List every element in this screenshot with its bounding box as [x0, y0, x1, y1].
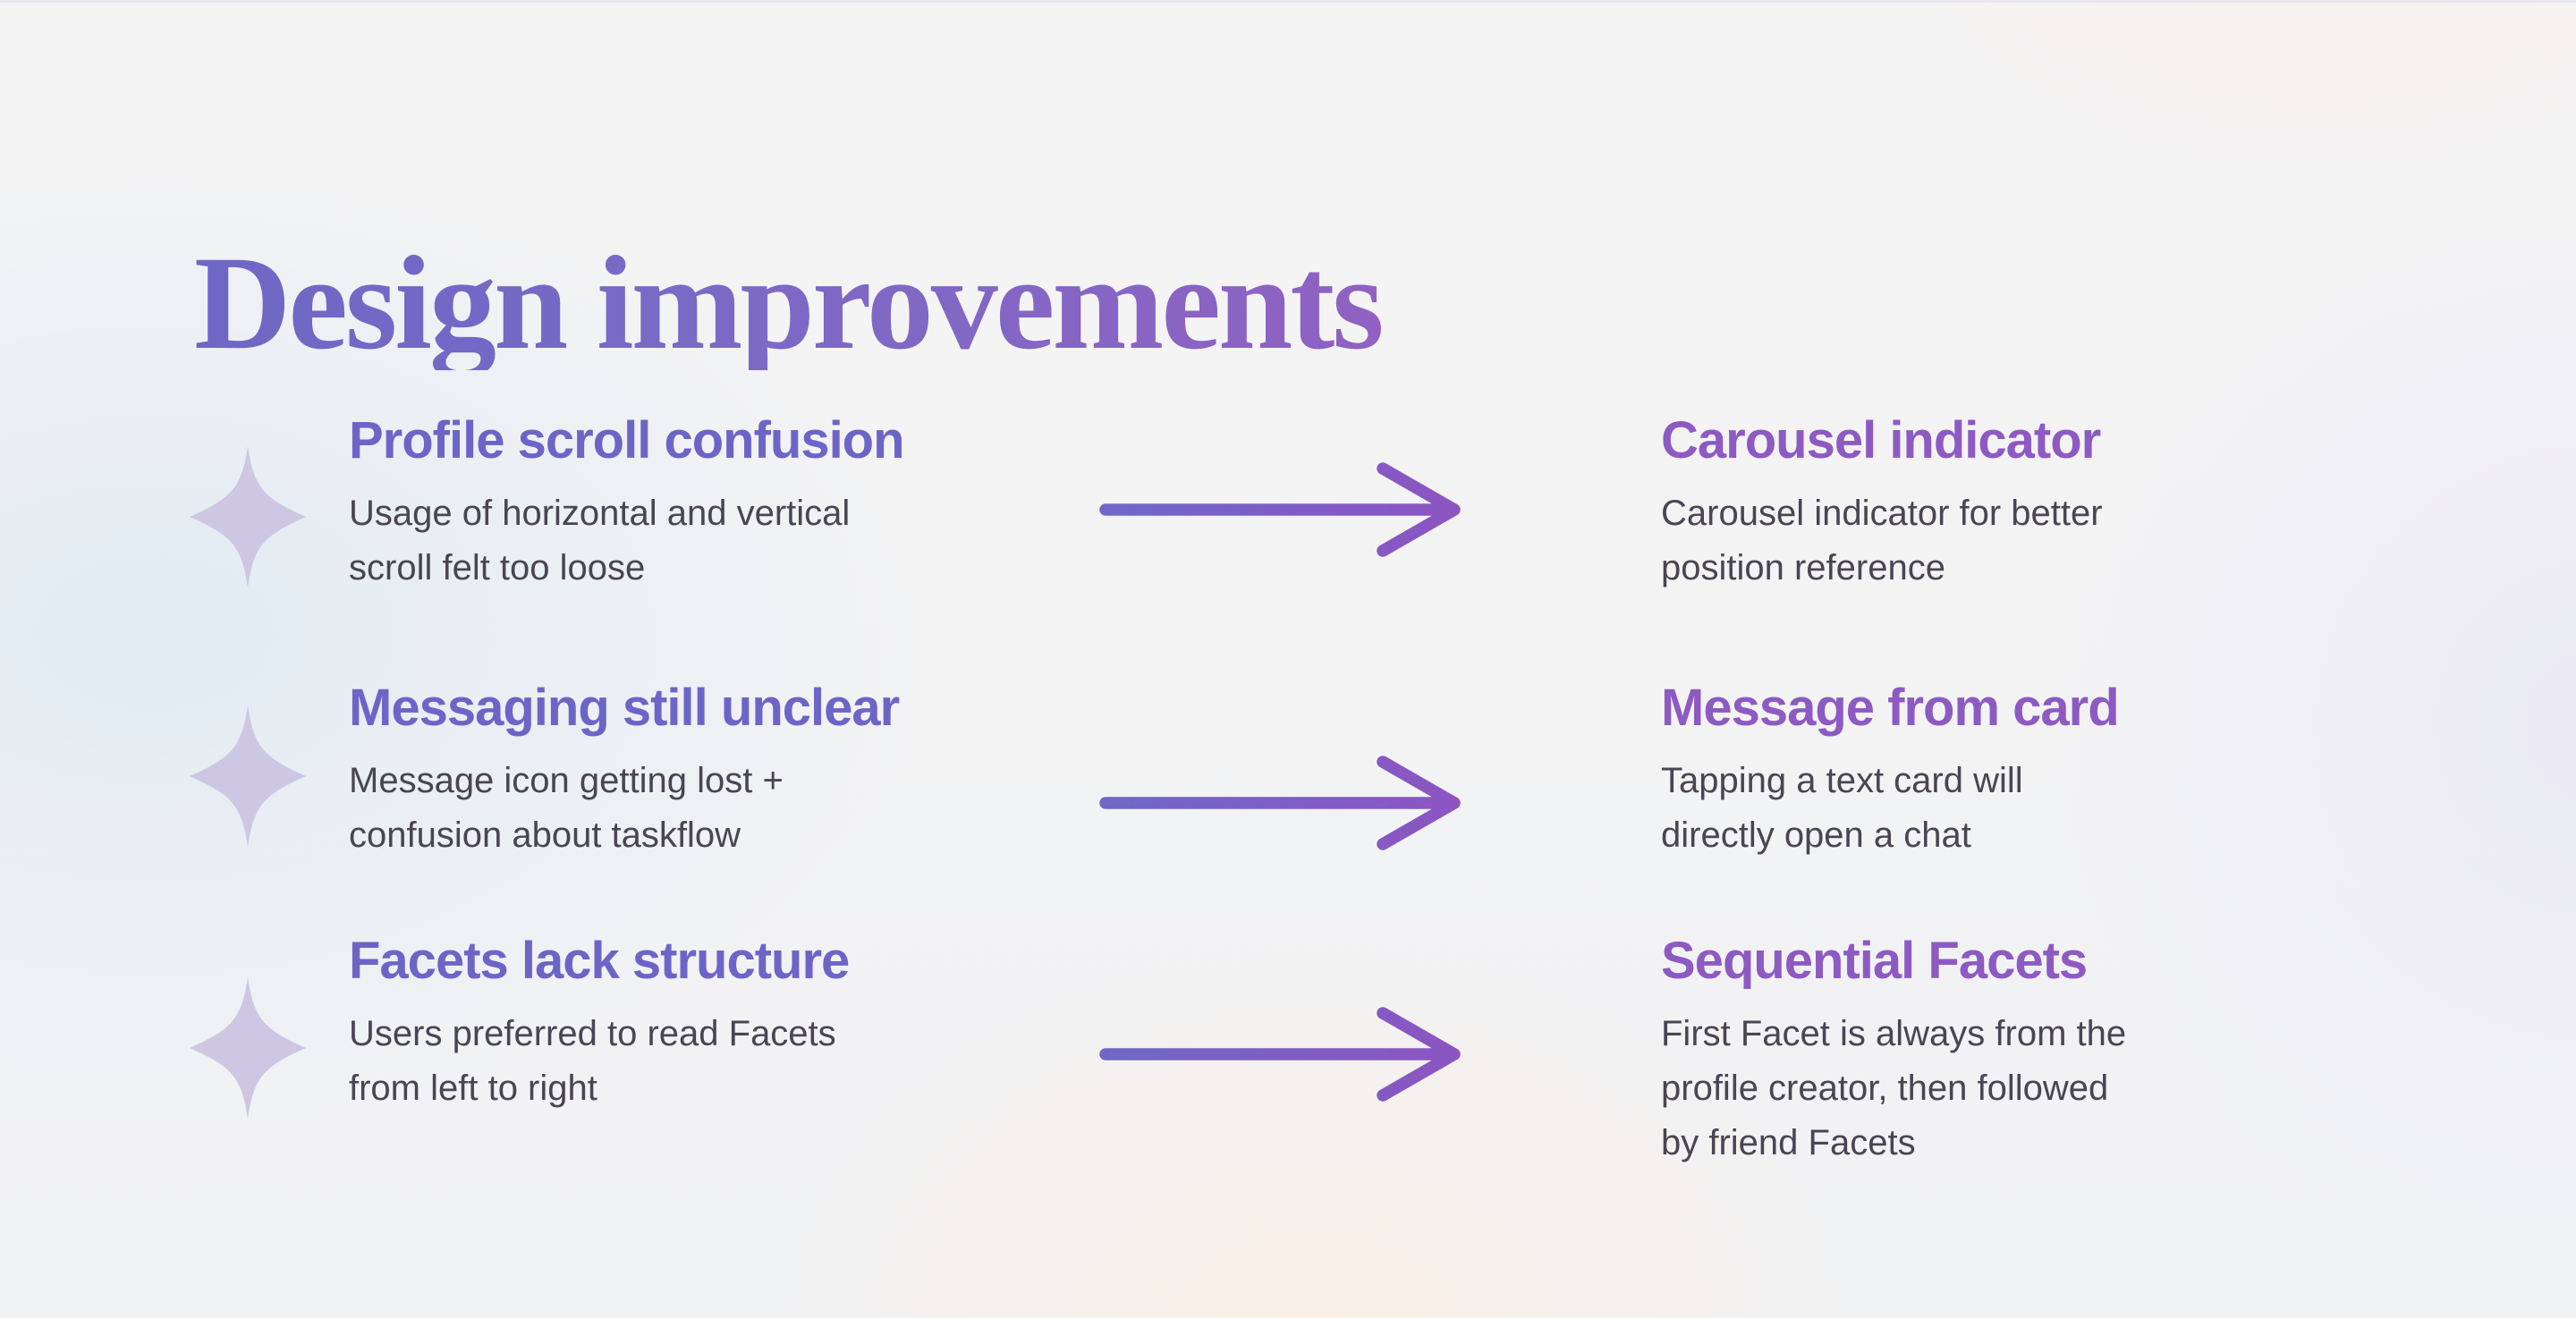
problem-block: Messaging still unclear Message icon get…: [349, 680, 1029, 863]
arrow-right-icon: [1099, 462, 1461, 557]
solution-block: Sequential Facets First Facet is always …: [1661, 934, 2269, 1170]
problem-block: Facets lack structure Users preferred to…: [349, 934, 1029, 1116]
problem-body: Users preferred to read Facets from left…: [349, 1014, 836, 1108]
problem-body: Usage of horizontal and vertical scroll …: [349, 494, 851, 587]
improvement-row-1: Profile scroll confusion Usage of horizo…: [0, 413, 2576, 681]
arrow-right-icon: [1099, 756, 1461, 850]
sparkle-icon: [190, 446, 306, 587]
solution-body: Tapping a text card will directly open a…: [1661, 761, 2023, 855]
solution-body: First Facet is always from the profile c…: [1661, 1014, 2127, 1162]
sparkle-icon: [190, 705, 306, 847]
page-title: Design improvements: [194, 228, 1385, 377]
problem-heading: Messaging still unclear: [349, 679, 900, 737]
solution-body: Carousel indicator for better position r…: [1661, 494, 2103, 587]
sparkle-icon: [190, 977, 306, 1119]
solution-heading: Sequential Facets: [1661, 932, 2088, 990]
problem-heading: Profile scroll confusion: [349, 411, 905, 469]
problem-heading: Facets lack structure: [349, 932, 850, 990]
solution-block: Carousel indicator Carousel indicator fo…: [1661, 413, 2269, 596]
top-edge-line: [0, 0, 2576, 3]
improvement-row-3: Facets lack structure Users preferred to…: [0, 934, 2576, 1202]
solution-heading: Carousel indicator: [1661, 411, 2101, 469]
problem-body: Message icon getting lost + confusion ab…: [349, 761, 784, 855]
problem-block: Profile scroll confusion Usage of horizo…: [349, 413, 1029, 596]
solution-block: Message from card Tapping a text card wi…: [1661, 680, 2269, 863]
arrow-right-icon: [1099, 1007, 1461, 1102]
solution-heading: Message from card: [1661, 679, 2120, 737]
improvement-row-2: Messaging still unclear Message icon get…: [0, 680, 2576, 949]
